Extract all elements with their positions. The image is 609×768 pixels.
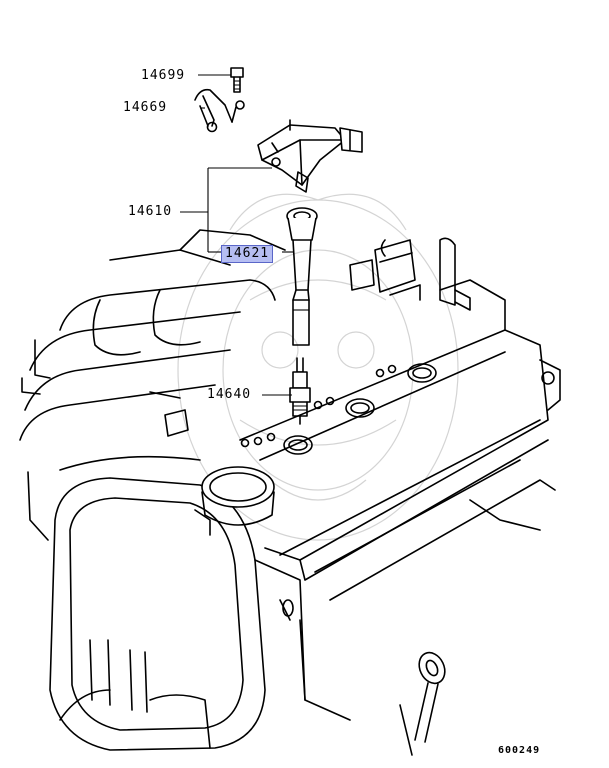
cylinder-head xyxy=(194,237,561,721)
callout-14669[interactable]: 14669 xyxy=(123,100,168,115)
bolt-part-14699 xyxy=(230,67,244,93)
callout-14610[interactable]: 14610 xyxy=(128,204,173,219)
spark-plug-part-14640 xyxy=(289,357,311,425)
diagram-number: 600249 xyxy=(498,745,541,756)
callout-14699[interactable]: 14699 xyxy=(141,68,186,83)
throttle-body xyxy=(49,477,306,751)
watermark-emblem xyxy=(177,193,459,541)
bracket-part-14669 xyxy=(194,88,245,133)
ignition-coil-part-14610 xyxy=(257,119,363,193)
oil-dipstick xyxy=(399,651,446,756)
coil-boot-part-14621 xyxy=(286,207,318,346)
callout-14640[interactable]: 14640 xyxy=(207,387,252,402)
intake-manifold xyxy=(19,229,286,541)
callout-14621-highlighted[interactable]: 14621 xyxy=(220,245,274,263)
leader-lines xyxy=(180,74,293,396)
